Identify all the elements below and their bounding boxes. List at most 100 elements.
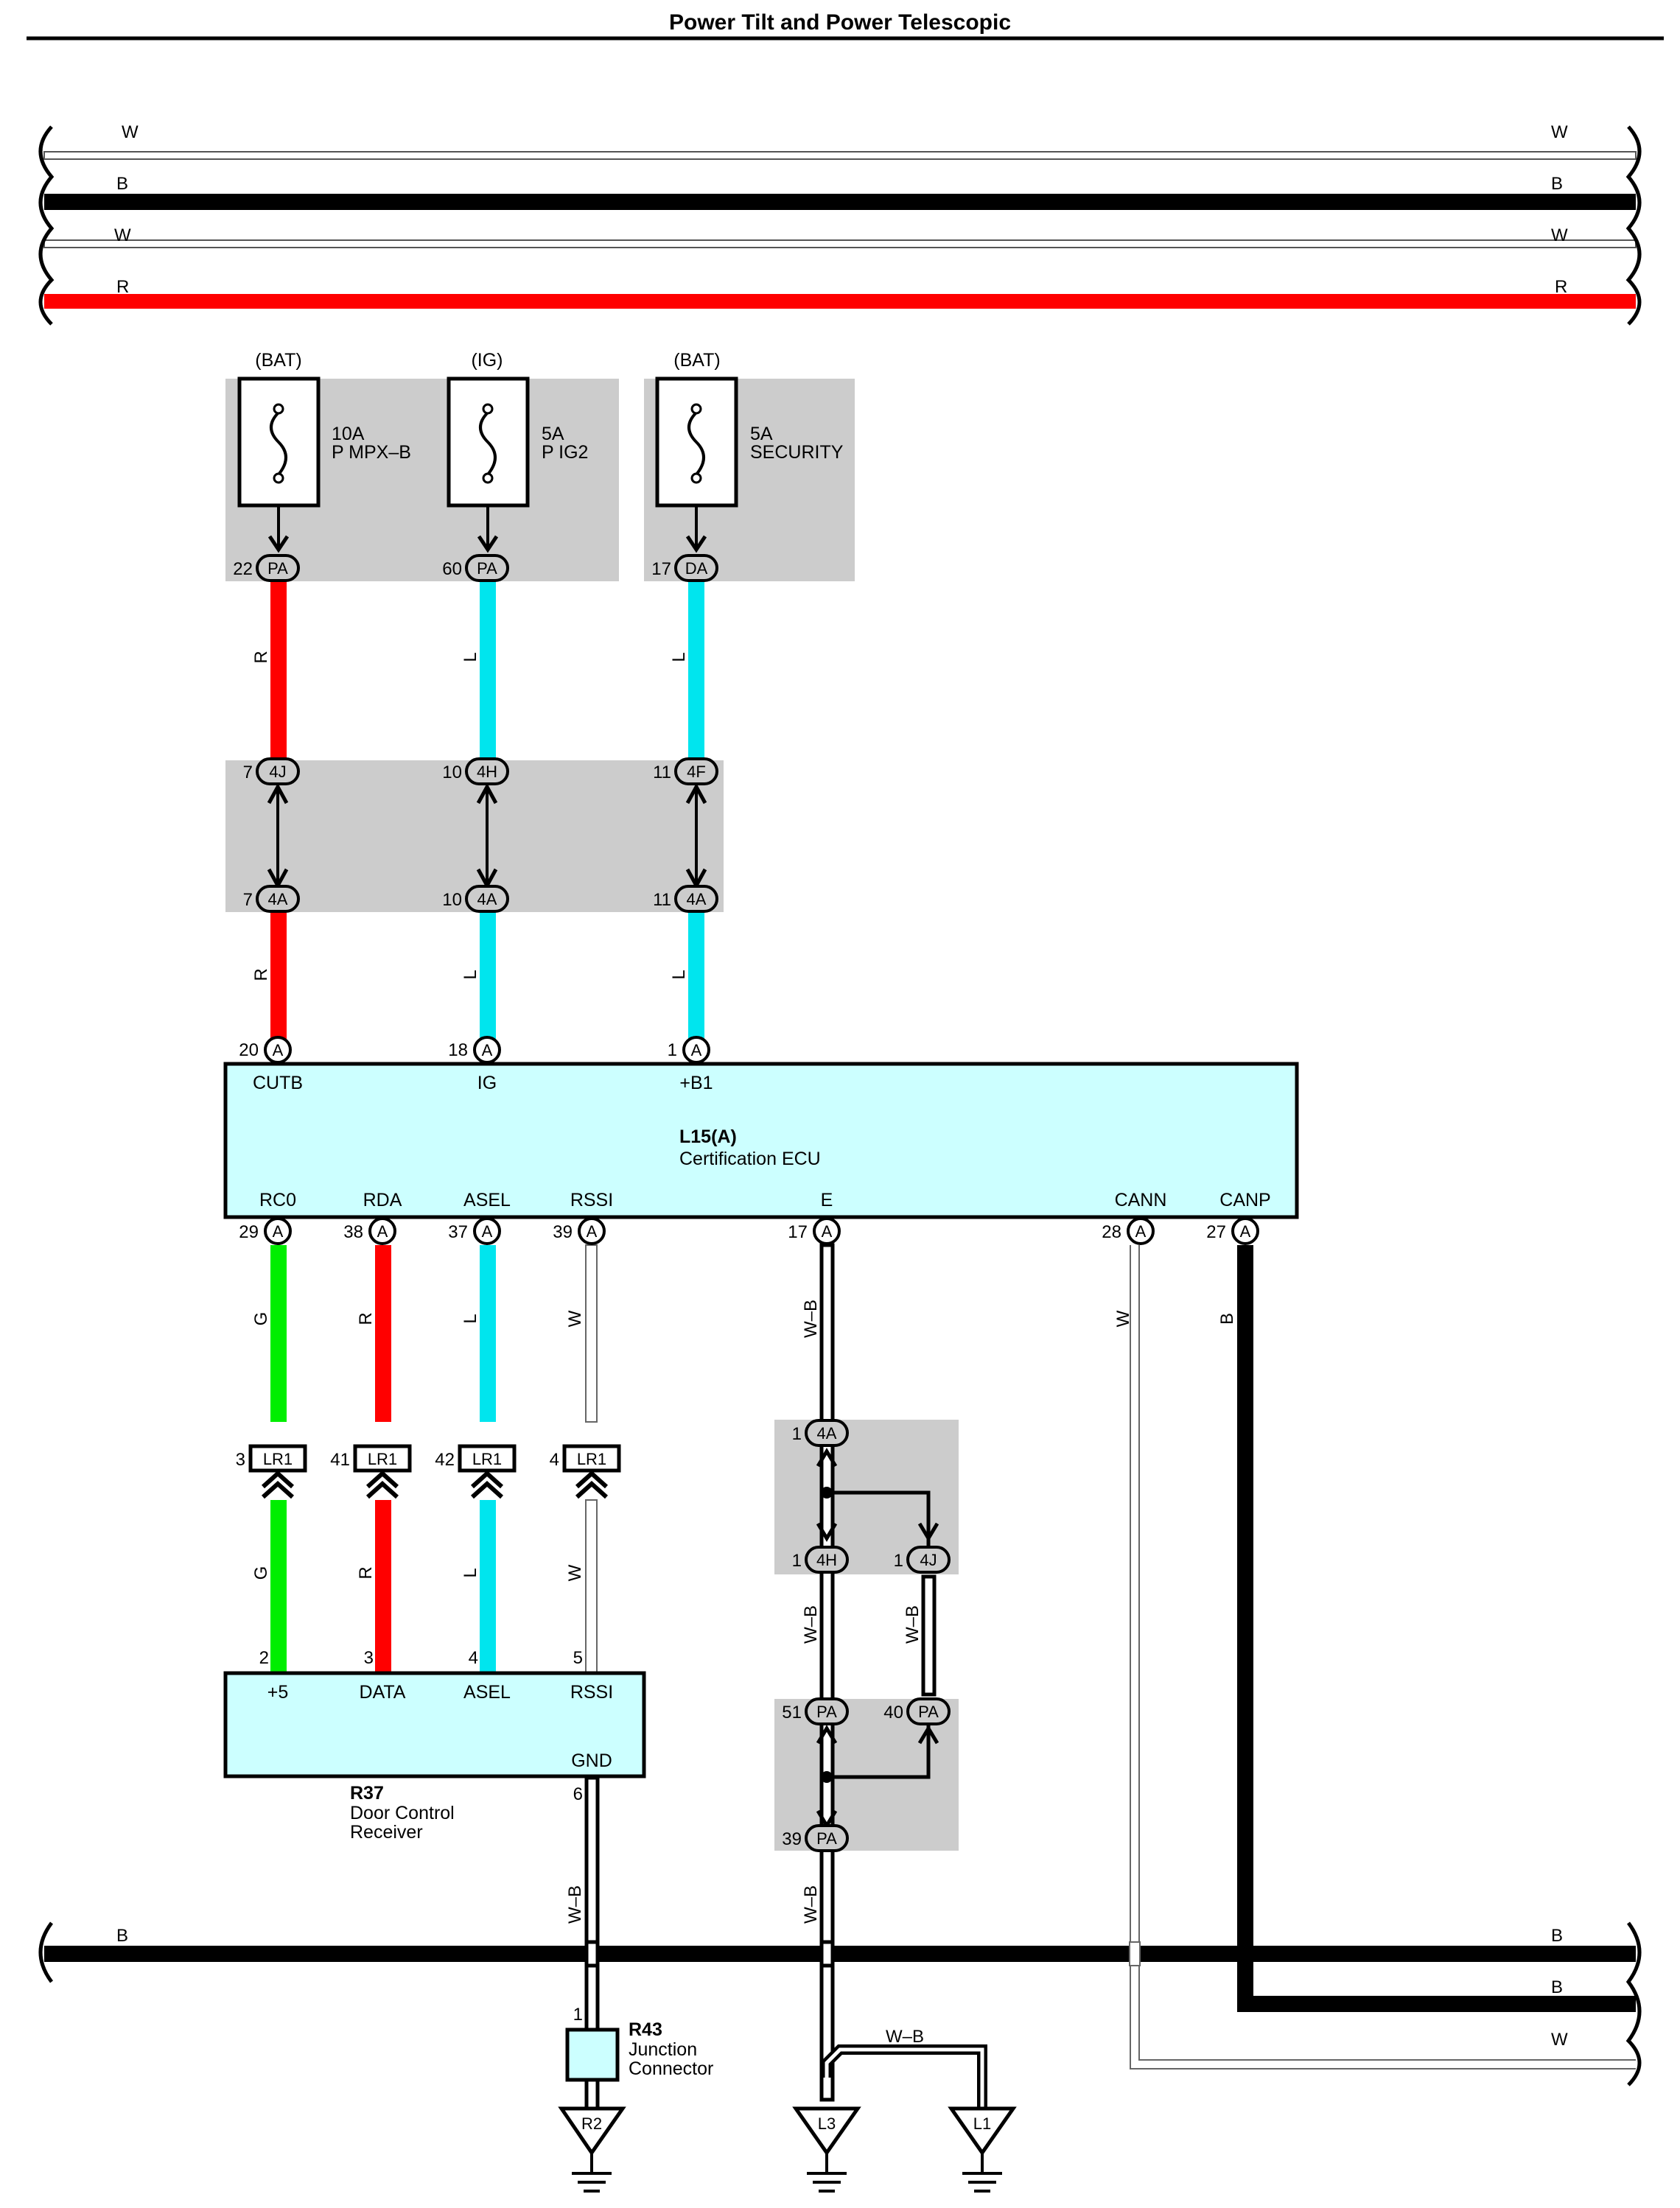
connector-code: LR1 — [368, 1450, 397, 1468]
connector-code: PA — [267, 559, 288, 578]
pin-label-cann: CANN — [1115, 1190, 1167, 1210]
wire-r-fuse1 — [270, 581, 287, 758]
fuse-rating: 5A — [750, 424, 773, 444]
pin-number: 17 — [651, 559, 671, 579]
connector-code: LR1 — [472, 1450, 502, 1468]
fuse-p-ig2: (IG) 5A P IG2 — [447, 350, 588, 553]
pin-number: 10 — [442, 890, 462, 910]
ecu-name: Certification ECU — [679, 1149, 821, 1169]
wire-crossing — [584, 1940, 600, 1968]
bus-wire-w1 — [43, 151, 1637, 160]
page-title: Power Tilt and Power Telescopic — [669, 10, 1011, 35]
bus-label-w2-right: W — [1551, 225, 1568, 245]
wire-label: L — [461, 970, 480, 979]
wire-label: L — [669, 652, 689, 662]
connector-code: 4A — [687, 890, 707, 908]
wire-g-rc0 — [270, 1245, 287, 1422]
wire-g-plus5 — [270, 1500, 287, 1672]
fuse-name: P MPX–B — [332, 442, 411, 463]
pin-number: 11 — [653, 890, 671, 910]
pin-label: DATA — [360, 1682, 406, 1703]
wire-label: W–B — [801, 1605, 821, 1644]
wire-label: W–B — [903, 1605, 923, 1644]
wire-label: R — [251, 651, 271, 663]
wire-l-ig — [480, 913, 496, 1044]
connector-code: 4H — [816, 1551, 837, 1569]
wire-r-cutb — [270, 913, 287, 1044]
pin-label-asel: ASEL — [463, 1190, 511, 1210]
junction-connector-r43: 1 R43 Junction Connector — [565, 2005, 713, 2111]
pin-label-cutb: CUTB — [253, 1073, 303, 1093]
fuse-security: (BAT) 5A SECURITY — [655, 350, 844, 553]
pin-connector: A — [691, 1041, 702, 1059]
wire-wb-l1-outline — [822, 2044, 987, 2109]
pin-connector: A — [587, 1222, 598, 1241]
wire-l-b1 — [688, 913, 704, 1044]
fuse-source-label: (IG) — [471, 350, 503, 371]
pin-connector: A — [482, 1041, 493, 1059]
pin-label-rssi: RSSI — [570, 1190, 613, 1210]
wire-label: W–B — [801, 1300, 821, 1338]
wire-wb-gnd — [584, 1776, 600, 2032]
bus-label-b-left: B — [116, 174, 128, 194]
fuse-connectors: PA 22 PA 60 DA 17 — [233, 554, 718, 582]
pin-label-rc0: RC0 — [259, 1190, 296, 1210]
wire-wb-l1 — [825, 2047, 984, 2109]
wire-wb-4j-pa40 — [921, 1574, 937, 1697]
wire-branch-4j — [827, 1490, 931, 1547]
pin-connector: A — [1240, 1222, 1251, 1241]
pin-connector: A — [273, 1222, 284, 1241]
fuse-p-mpx-b: (BAT) 10A P MPX–B — [237, 350, 411, 553]
pin-number: 51 — [782, 1703, 802, 1722]
fuse-name: P IG2 — [542, 442, 588, 463]
wire-l-asel — [480, 1245, 496, 1422]
connector-code: LR1 — [263, 1450, 293, 1468]
connector-code: LR1 — [577, 1450, 606, 1468]
pin-number: 6 — [573, 1784, 583, 1804]
pin-number: 22 — [233, 559, 253, 579]
wire-branch-pa40 — [827, 1724, 931, 1779]
top-bus: W W B B W W R R — [38, 122, 1642, 326]
pin-number: 5 — [573, 1648, 583, 1668]
bottom-bus-b1 — [44, 1946, 1636, 1962]
pin-connector: A — [377, 1222, 388, 1241]
lr1-connectors: LR1 3 LR1 41 LR1 42 LR1 4 — [236, 1444, 621, 1499]
ground-code: L3 — [818, 2114, 836, 2133]
bus-wire-r — [44, 294, 1636, 309]
ground-r2: R2 — [558, 2106, 626, 2193]
wire-l-asel-rx — [480, 1500, 496, 1672]
fuse-source-label: (BAT) — [673, 350, 720, 371]
connector-code: 4J — [269, 763, 286, 781]
wire-label: R — [251, 968, 271, 981]
pin-number: 4 — [469, 1648, 478, 1668]
pin-number: 40 — [883, 1703, 903, 1722]
bus-label-r-right: R — [1555, 277, 1567, 297]
wire-w-rssi-rx — [585, 1499, 598, 1673]
pin-connector: A — [1135, 1222, 1147, 1241]
bus-wire-w2 — [43, 239, 1637, 248]
wire-l-fuse2 — [480, 581, 496, 758]
ground-l1: L1 — [948, 2106, 1017, 2193]
connector-code: PA — [816, 1829, 837, 1848]
pin-number: 3 — [364, 1648, 374, 1668]
pin-label-rda: RDA — [363, 1190, 402, 1210]
connector-code: 4A — [817, 1424, 837, 1443]
wire-label: G — [251, 1312, 271, 1326]
wire-label: W–B — [565, 1885, 585, 1924]
connector-code: PA — [816, 1703, 837, 1721]
pin-number: 28 — [1102, 1222, 1121, 1242]
ground-code: R2 — [581, 2114, 602, 2133]
pin-number: 18 — [448, 1040, 468, 1060]
pin-number: 27 — [1206, 1222, 1226, 1242]
wire-label: L — [669, 970, 689, 979]
bus-label-w2-left: W — [114, 225, 131, 245]
connector-code: PA — [918, 1703, 939, 1721]
bus-label: B — [116, 1926, 128, 1946]
pin-label-ig: IG — [477, 1073, 497, 1093]
pin-label-gnd: GND — [571, 1750, 612, 1771]
jc-name-2: Connector — [629, 2058, 713, 2079]
splice-point — [821, 1487, 833, 1499]
pin-label-canp: CANP — [1219, 1190, 1270, 1210]
bus-wire-b1 — [44, 194, 1636, 210]
pin-label: +5 — [267, 1682, 289, 1703]
